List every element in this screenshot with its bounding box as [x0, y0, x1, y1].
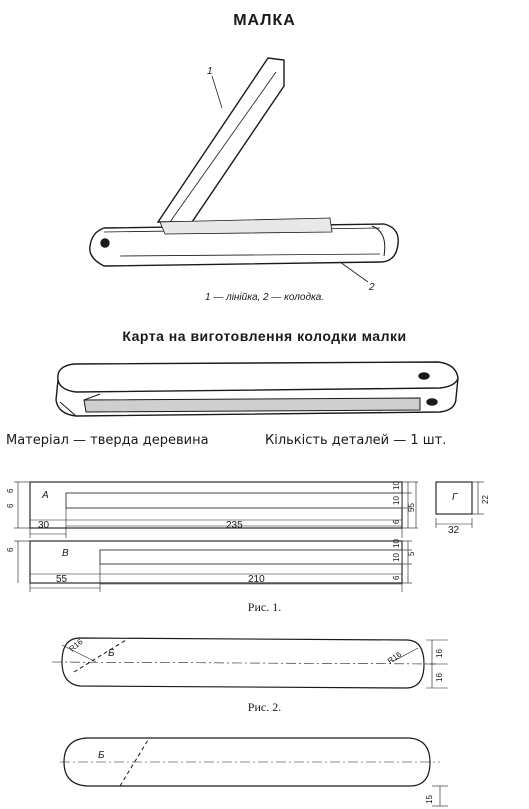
- dim-v-6: 6: [392, 575, 401, 580]
- dim-fig2-16b: 16: [435, 673, 444, 682]
- fig1-caption: Рис. 1.: [247, 600, 282, 614]
- dim-v-10a: 10: [392, 539, 401, 548]
- dim-a-30: 30: [38, 520, 50, 531]
- dim-v-left-6: 6: [6, 547, 15, 552]
- page-title: МАЛКА: [233, 12, 296, 29]
- block-3d-illustration: [55, 361, 459, 417]
- dim-a-left-6b: 6: [6, 503, 15, 508]
- dim-v-5: 5: [407, 551, 416, 556]
- callout-block: 2: [368, 282, 375, 293]
- dim-fig3-15: 15: [425, 795, 434, 804]
- quantity-line: Кількість деталей — 1 шт.: [265, 433, 447, 448]
- dim-a-235: 235: [226, 520, 243, 531]
- fig2-caption: Рис. 2.: [247, 700, 282, 714]
- material-line: Матеріал — тверда деревина: [6, 433, 209, 448]
- dim-v-10b: 10: [392, 553, 401, 562]
- dim-v-210: 210: [248, 574, 265, 585]
- fig1-part-g: [435, 481, 484, 528]
- part-g-label: Г: [452, 492, 459, 503]
- fig2-label: Б: [108, 648, 115, 659]
- card-title: Карта на виготовлення колодки малки: [122, 328, 407, 344]
- dim-g-22: 22: [481, 495, 490, 504]
- ruler-blade: [156, 57, 285, 223]
- callout-ruler: 1: [207, 66, 213, 77]
- dim-a-10a: 10: [392, 481, 401, 490]
- part-a-label: А: [41, 490, 49, 501]
- dim-v-55: 55: [56, 574, 68, 585]
- fig1-part-a: [14, 481, 418, 538]
- fig3-label: Б: [98, 750, 105, 761]
- part-v-label: В: [62, 548, 69, 559]
- figure-legend: 1 — лінійка, 2 — колодка.: [204, 292, 325, 303]
- bevel-illustration: [89, 57, 399, 283]
- dim-a-left-6a: 6: [6, 488, 15, 493]
- dim-a-10b: 10: [392, 496, 401, 505]
- dim-fig2-16a: 16: [435, 649, 444, 658]
- dim-g-32: 32: [448, 525, 460, 536]
- pivot-pin: [100, 238, 110, 248]
- dim-a-6: 6: [392, 519, 401, 524]
- dim-a-55: 55: [407, 503, 416, 512]
- fig2-outline: [51, 637, 448, 689]
- fig1-part-v: [14, 540, 412, 592]
- fig3-outline: [60, 737, 448, 807]
